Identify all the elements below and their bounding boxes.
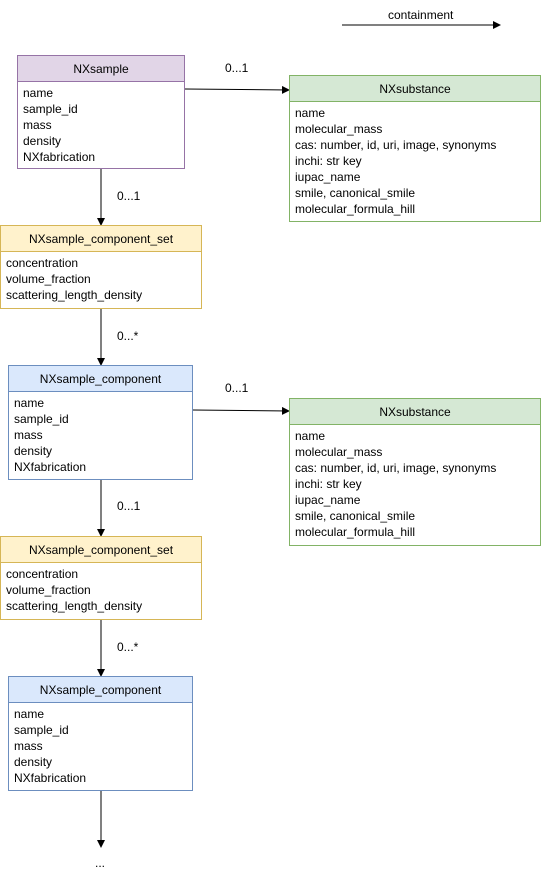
- field-sample-id: sample_id: [14, 412, 69, 426]
- field-nxfabrication: NXfabrication: [14, 771, 87, 785]
- multiplicity-label: 0...1: [225, 381, 249, 395]
- nxsample-component-set-title: NXsample_component_set: [1, 226, 201, 252]
- nxsubstance-fields: name molecular_mass cas: number, id, uri…: [290, 425, 540, 543]
- nxsample-component-title: NXsample_component: [9, 366, 192, 392]
- edge-component-to-substance: [192, 406, 290, 415]
- field-sample-id: sample_id: [14, 723, 69, 737]
- field-name: name: [14, 396, 45, 410]
- field-smile: smile, canonical_smile: [295, 186, 416, 200]
- field-iupac-name: iupac_name: [295, 170, 361, 184]
- field-concentration: concentration: [6, 567, 79, 581]
- nxsample-component-fields: name sample_id mass density NXfabricatio…: [9, 392, 192, 478]
- field-name: name: [23, 86, 54, 100]
- field-scattering-length-density: scattering_length_density: [6, 599, 143, 613]
- nxsample-component-set-title: NXsample_component_set: [1, 537, 201, 563]
- multiplicity-label: 0...1: [117, 499, 141, 513]
- field-volume-fraction: volume_fraction: [6, 272, 91, 286]
- edge-sample-to-substance: [184, 85, 290, 94]
- nxsample-component-set-class[interactable]: NXsample_component_set concentration vol…: [0, 225, 202, 309]
- nxsample-component-class[interactable]: NXsample_component name sample_id mass d…: [8, 365, 193, 480]
- multiplicity-label: 0...1: [225, 61, 249, 75]
- field-cas: cas: number, id, uri, image, synonyms: [295, 461, 497, 475]
- field-mass: mass: [23, 118, 52, 132]
- multiplicity-label: 0...*: [117, 329, 139, 343]
- field-nxfabrication: NXfabrication: [23, 150, 96, 164]
- nxsubstance-title: NXsubstance: [290, 399, 540, 425]
- nxsubstance-title: NXsubstance: [290, 76, 540, 102]
- nxsubstance-class[interactable]: NXsubstance name molecular_mass cas: num…: [289, 75, 541, 222]
- nxsample-component-set-fields: concentration volume_fraction scattering…: [1, 563, 201, 617]
- field-scattering-length-density: scattering_length_density: [6, 288, 143, 302]
- field-density: density: [14, 755, 53, 769]
- field-inchi: inchi: str key: [295, 154, 362, 168]
- multiplicity-label: 0...1: [117, 189, 141, 203]
- field-sample-id: sample_id: [23, 102, 78, 116]
- continuation-ellipsis: ...: [95, 856, 106, 870]
- nxsample-component-class[interactable]: NXsample_component name sample_id mass d…: [8, 676, 193, 791]
- field-inchi: inchi: str key: [295, 477, 362, 491]
- field-name: name: [295, 429, 326, 443]
- field-density: density: [14, 444, 53, 458]
- field-smile: smile, canonical_smile: [295, 509, 416, 523]
- field-concentration: concentration: [6, 256, 79, 270]
- nxsample-fields: name sample_id mass density NXfabricatio…: [18, 82, 184, 168]
- nxsubstance-fields: name molecular_mass cas: number, id, uri…: [290, 102, 540, 220]
- nxsample-component-title: NXsample_component: [9, 677, 192, 703]
- field-iupac-name: iupac_name: [295, 493, 361, 507]
- field-name: name: [14, 707, 45, 721]
- field-molecular-mass: molecular_mass: [295, 122, 383, 136]
- field-volume-fraction: volume_fraction: [6, 583, 91, 597]
- field-molecular-mass: molecular_mass: [295, 445, 383, 459]
- field-mass: mass: [14, 428, 43, 442]
- field-molecular-formula-hill: molecular_formula_hill: [295, 525, 416, 539]
- field-cas: cas: number, id, uri, image, synonyms: [295, 138, 497, 152]
- nxsample-component-set-fields: concentration volume_fraction scattering…: [1, 252, 201, 306]
- field-name: name: [295, 106, 326, 120]
- nxsubstance-class[interactable]: NXsubstance name molecular_mass cas: num…: [289, 398, 541, 546]
- field-density: density: [23, 134, 62, 148]
- field-nxfabrication: NXfabrication: [14, 460, 87, 474]
- nxsample-class[interactable]: NXsample name sample_id mass density NXf…: [17, 55, 185, 169]
- field-molecular-formula-hill: molecular_formula_hill: [295, 202, 416, 216]
- nxsample-component-set-class[interactable]: NXsample_component_set concentration vol…: [0, 536, 202, 620]
- field-mass: mass: [14, 739, 43, 753]
- multiplicity-label: 0...*: [117, 640, 139, 654]
- legend-label: containment: [388, 8, 454, 22]
- nxsample-title: NXsample: [18, 56, 184, 82]
- nxsample-component-fields: name sample_id mass density NXfabricatio…: [9, 703, 192, 789]
